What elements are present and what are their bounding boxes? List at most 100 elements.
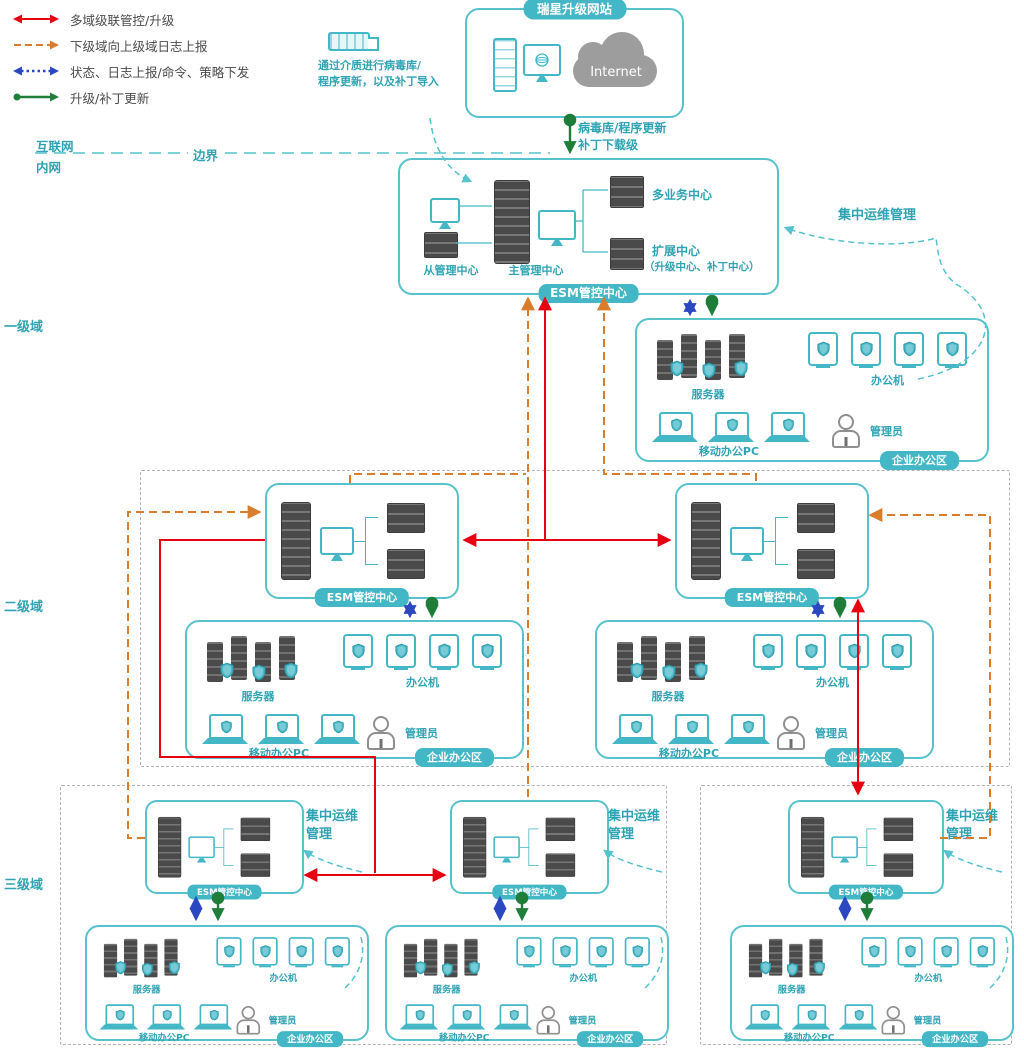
- admin-label: 管理员: [268, 1015, 297, 1027]
- server-rack-icon: [800, 816, 825, 878]
- shield-icon: [806, 1009, 817, 1021]
- shield-icon: [441, 962, 454, 976]
- servers-label: 服务器: [132, 984, 161, 996]
- office-pc-group: 办公机: [808, 332, 967, 402]
- admin-label: 管理员: [913, 1015, 942, 1027]
- ops-management-label-l3-a: 集中运维管理: [306, 809, 359, 842]
- office-pc-icon: [624, 937, 651, 966]
- internet-label: Internet: [590, 65, 642, 80]
- enterprise-office-badge: 企业办公区: [576, 1031, 644, 1048]
- esm-badge: ESM管控中心: [492, 884, 567, 900]
- mobile-pc-label: 移动办公PC: [439, 1032, 490, 1043]
- office-pc-icon: [588, 937, 614, 966]
- mobile-pc-label: 移动办公PC: [248, 747, 310, 760]
- enterprise-office-box-l3-b: 服务器 办公机 移动办公PC: [385, 925, 669, 1048]
- server-rack-icon: [462, 816, 487, 878]
- server-tower-icon: [423, 938, 438, 976]
- green-arrow-icon: [13, 92, 59, 102]
- laptop-icon: [258, 714, 304, 744]
- slave-center-label: 从管理中心: [423, 264, 479, 277]
- shield-icon: [661, 664, 677, 681]
- shield-icon: [220, 720, 233, 734]
- shield-icon: [726, 418, 739, 432]
- server-stack-icon: [883, 817, 914, 841]
- admin-group: 管理员: [776, 716, 848, 750]
- admin-label: 管理员: [568, 1015, 597, 1027]
- mobile-pc-group: 移动办公PC: [744, 1004, 878, 1043]
- domain-level3-label: 三级域: [4, 878, 44, 893]
- shield-icon: [559, 945, 572, 958]
- server-stack-group: [240, 817, 271, 877]
- server-stack-icon: [240, 817, 271, 841]
- shield-icon: [976, 945, 989, 958]
- servers-group: 服务器: [617, 634, 719, 704]
- admin-label: 管理员: [405, 727, 438, 740]
- boundary-label: 边界: [188, 145, 224, 164]
- laptop-icon: [202, 714, 248, 744]
- mobile-pc-group: 移动办公PC: [202, 714, 360, 761]
- server-tower-cluster: [103, 937, 190, 978]
- connector-bracket: [214, 828, 234, 866]
- office-pc-icon: [933, 937, 959, 966]
- shield-icon: [523, 945, 536, 958]
- office-pc-group: 办公机: [216, 937, 351, 996]
- server-stack-icon: [883, 853, 914, 877]
- boundary-outside-label: 互联网: [36, 139, 74, 154]
- legend-row: 多域级联管控/升级: [12, 6, 249, 32]
- shield-icon: [945, 341, 960, 357]
- server-rack-icon: [494, 180, 530, 264]
- shield-icon: [259, 945, 272, 958]
- monitor-icon: [831, 836, 858, 858]
- server-stack-icon: [797, 503, 835, 533]
- laptop-icon: [744, 1004, 784, 1030]
- office-pc-icon: [882, 634, 912, 668]
- connector-bracket: [857, 828, 877, 866]
- shield-icon: [813, 961, 826, 975]
- server-stack-icon: [610, 238, 644, 270]
- office-pc-icon: [808, 332, 838, 366]
- esm-box-l2-left: ESM管控中心: [265, 483, 459, 607]
- server-stack-group: [797, 503, 835, 579]
- internet-cloud: Internet: [569, 32, 663, 92]
- office-pc-icon: [796, 634, 826, 668]
- laptop-icon: [838, 1004, 878, 1030]
- shield-icon: [868, 945, 881, 958]
- enterprise-office-badge: 企业办公区: [276, 1031, 344, 1048]
- ops-management-label-l3-c: 集中运维管理: [946, 809, 999, 842]
- enterprise-office-box-l3-c: 服务器 办公机 移动办公PC: [730, 925, 1014, 1048]
- monitor-icon: [730, 527, 764, 555]
- enterprise-office-badge: 企业办公区: [825, 748, 904, 767]
- download-note: 病毒库/程序更新 补丁下载级: [578, 120, 666, 154]
- server-tower-cluster: [657, 332, 759, 380]
- mobile-pc-group: 移动办公PC: [399, 1004, 533, 1043]
- mobile-pc-group: 移动办公PC: [652, 412, 810, 459]
- monitor-icon: [188, 836, 215, 858]
- legend: 多域级联管控/升级 下级域向上级域日志上报 状态、日志上报/命令、策略下发 升级…: [12, 6, 249, 110]
- monitor-icon: [320, 527, 354, 555]
- office-pc-icon: [897, 937, 923, 966]
- laptop-icon: [764, 412, 810, 442]
- server-stack-icon: [387, 503, 425, 533]
- admin-label: 管理员: [815, 727, 848, 740]
- office-pc-icon: [429, 634, 459, 668]
- shield-icon: [631, 945, 644, 958]
- extension-center-label: 扩展中心: [652, 244, 701, 258]
- shield-icon: [904, 945, 917, 958]
- esm-badge: ESM管控中心: [829, 884, 903, 900]
- enterprise-office-content: 服务器 办公机 移动办公PC: [597, 622, 932, 767]
- office-pc-group: 办公机: [753, 634, 912, 704]
- usb-drive-icon: [328, 32, 379, 51]
- usb-note-line1: 通过介质进行病毒库/: [318, 59, 422, 72]
- server-stack-icon: [610, 176, 644, 208]
- office-pc-icon: [216, 937, 242, 966]
- server-tower-icon: [617, 642, 633, 682]
- admin-person-icon: [776, 716, 806, 750]
- server-stack-icon: [424, 232, 458, 258]
- esm-main-box: 从管理中心 主管理中心 多业务中心 扩展中心 （升级中心、补丁中心） ESM管控…: [398, 158, 779, 303]
- laptop-icon: [193, 1004, 233, 1030]
- mobile-pc-label: 移动办公PC: [698, 445, 760, 458]
- connector-bracket: [519, 828, 539, 866]
- servers-group: 服务器: [748, 937, 835, 996]
- shield-icon: [295, 945, 308, 958]
- server-rack-icon: [157, 816, 182, 878]
